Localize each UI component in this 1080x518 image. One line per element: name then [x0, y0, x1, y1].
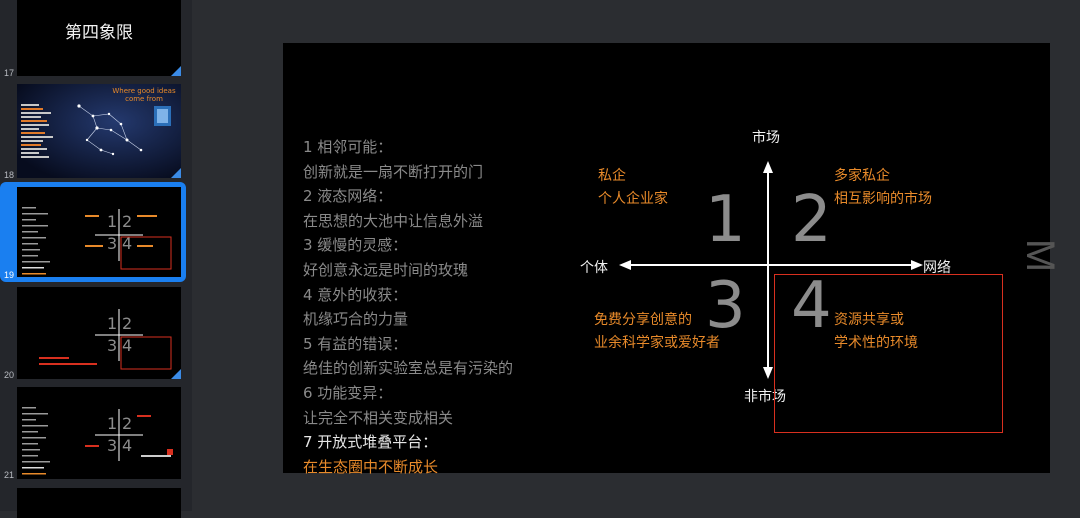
- list-line: 绝佳的创新实验室总是有污染的: [303, 359, 514, 378]
- slide-number: 21: [4, 470, 15, 480]
- slide-thumbnail-21[interactable]: 1 2 3 4: [17, 387, 181, 479]
- slide-number: 19: [4, 270, 15, 280]
- quadrant-number-2: 2: [791, 183, 832, 257]
- svg-text:4: 4: [122, 436, 132, 455]
- slide-thumbnail-19[interactable]: 1 2 3 4: [17, 187, 181, 277]
- quadrant-3-text: 免费分享创意的 业余科学家或爱好者: [594, 309, 720, 355]
- slide-thumbnail-22[interactable]: [17, 488, 181, 518]
- list-line: 6 功能变异：: [303, 383, 393, 402]
- list-line: 创新就是一扇不断打开的门: [303, 162, 484, 181]
- quadrant-1-text: 私企 个人企业家: [598, 165, 668, 211]
- quadrant-number-3: 3: [705, 269, 746, 343]
- quadrant-mini-graphic: 1 2 3 4: [22, 407, 173, 475]
- quadrant-mini-graphic: 1 2 3 4: [22, 207, 172, 275]
- quadrant-2-text: 多家私企 相互影响的市场: [834, 165, 932, 211]
- list-line-emphasis: 在生态圈中不断成长: [303, 457, 439, 476]
- svg-text:1: 1: [107, 212, 117, 231]
- highlight-box: [774, 274, 1003, 433]
- list-line-highlighted: 7 开放式堆叠平台：: [303, 433, 438, 452]
- list-line: 4 意外的收获：: [303, 285, 408, 304]
- quadrant-text-line: 个人企业家: [598, 191, 668, 207]
- svg-text:3: 3: [107, 234, 117, 253]
- axis-label-top: 市场: [752, 130, 780, 146]
- quadrant-axes: [619, 161, 923, 379]
- slide-number: 17: [4, 68, 15, 78]
- star-map-graphic: [17, 84, 181, 178]
- slide-thumbnail-17[interactable]: 第四象限: [17, 0, 181, 76]
- quadrant-mini-graphic: 1 2 3 4: [39, 309, 172, 370]
- thumbnail-title: 第四象限: [65, 23, 133, 43]
- list-line: 让完全不相关变成相关: [303, 408, 454, 427]
- corner-marker-icon: [171, 168, 181, 178]
- quadrant-text-line: 免费分享创意的: [594, 312, 692, 328]
- list-line: 1 相邻可能：: [303, 138, 393, 156]
- quadrant-number-4: 4: [791, 269, 832, 343]
- list-line: 好创意永远是时间的玫瑰: [303, 260, 469, 279]
- thumbnail-title: Where good ideas come from: [112, 87, 176, 103]
- list-line: 机缘巧合的力量: [303, 310, 409, 329]
- svg-text:2: 2: [122, 414, 132, 433]
- quadrant-text-line: 资源共享或: [834, 312, 904, 328]
- quadrant-text-line: 相互影响的市场: [834, 191, 932, 207]
- principles-list: 1 相邻可能： 创新就是一扇不断打开的门 2 液态网络： 在思想的大池中让信息外…: [303, 135, 513, 479]
- slide-number: 18: [4, 170, 15, 180]
- side-letter: M: [1018, 238, 1063, 273]
- list-line: 5 有益的错误：: [303, 334, 408, 353]
- svg-text:2: 2: [122, 314, 132, 333]
- axis-label-right: 网络: [923, 260, 951, 276]
- svg-text:4: 4: [122, 336, 132, 355]
- list-line: 在思想的大池中让信息外溢: [303, 211, 484, 230]
- svg-text:1: 1: [107, 314, 117, 333]
- corner-marker-icon: [171, 66, 181, 76]
- axis-label-left: 个体: [580, 260, 608, 276]
- quadrant-text-line: 业余科学家或爱好者: [594, 335, 720, 351]
- svg-text:3: 3: [107, 436, 117, 455]
- svg-text:3: 3: [107, 336, 117, 355]
- slide-sidebar: 第四象限 17: [0, 0, 192, 518]
- slide-number: 20: [4, 370, 15, 380]
- svg-text:1: 1: [107, 414, 117, 433]
- slide-thumbnail-18[interactable]: Where good ideas come from: [17, 84, 181, 178]
- quadrant-4-text: 资源共享或 学术性的环境: [834, 309, 918, 355]
- quadrant-number-1: 1: [705, 183, 746, 257]
- corner-marker-icon: [171, 369, 181, 379]
- list-line: 3 缓慢的灵感：: [303, 236, 408, 255]
- slide-thumbnail-20[interactable]: 1 2 3 4: [17, 287, 181, 379]
- quadrant-text-line: 学术性的环境: [834, 335, 918, 351]
- quadrant-text-line: 多家私企: [834, 168, 890, 184]
- quadrant-text-line: 私企: [598, 168, 626, 184]
- current-slide[interactable]: 1 相邻可能： 创新就是一扇不断打开的门 2 液态网络： 在思想的大池中让信息外…: [283, 43, 1062, 476]
- svg-text:2: 2: [122, 212, 132, 231]
- list-line: 2 液态网络：: [303, 187, 393, 206]
- svg-text:4: 4: [122, 234, 132, 253]
- axis-label-bottom: 非市场: [744, 389, 786, 405]
